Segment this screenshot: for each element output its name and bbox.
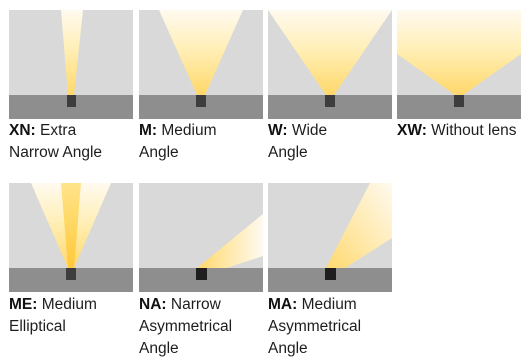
beam-tile-xw: [397, 10, 521, 119]
beam-name-line1: Medium: [41, 296, 97, 313]
beam-name-line1: Medium: [161, 122, 217, 139]
beam-tile-w: [268, 10, 392, 119]
beam-code: NA:: [139, 296, 167, 313]
caption-na: NA: Narrow Asymmetrical Angle: [139, 294, 271, 360]
w-beam-illustration: [268, 10, 392, 119]
beam-tile-m: [139, 10, 263, 119]
beam-name-line2: Asymmetrical: [268, 318, 362, 335]
m-beam-illustration: [139, 10, 263, 119]
beam-name-line2: Angle: [139, 144, 179, 161]
beam-name-line2: Angle: [268, 144, 308, 161]
xn-beam-illustration: [9, 10, 133, 119]
beam-name-line1: Without lens: [431, 122, 517, 139]
na-beam-illustration: [139, 183, 263, 292]
caption-ma: MA: Medium Asymmetrical Angle: [268, 294, 400, 360]
ma-beam-illustration: [268, 183, 392, 292]
beam-tile-me: [9, 183, 133, 292]
beam-tile-ma: [268, 183, 392, 292]
me-beam-illustration: [9, 183, 133, 292]
caption-me: ME: Medium Elliptical: [9, 294, 141, 338]
beam-name-line1: Wide: [291, 122, 328, 139]
beam-code: XW:: [397, 122, 427, 139]
caption-m: M: Medium Angle: [139, 120, 271, 164]
caption-xn: XN: Extra Narrow Angle: [9, 120, 141, 164]
caption-w: W: Wide Angle: [268, 120, 400, 164]
beam-name-line1: Narrow: [170, 296, 221, 313]
beam-name-line3: Angle: [268, 340, 308, 357]
beam-code: XN:: [9, 122, 36, 139]
caption-xw: XW: Without lens: [397, 120, 522, 142]
beam-name-line1: Medium: [301, 296, 357, 313]
beam-tile-na: [139, 183, 263, 292]
beam-name-line2: Asymmetrical: [139, 318, 233, 335]
beam-name-line3: Angle: [139, 340, 179, 357]
beam-code: MA:: [268, 296, 298, 313]
beam-tile-xn: [9, 10, 133, 119]
beam-code: M:: [139, 122, 158, 139]
xw-beam-illustration: [397, 10, 521, 119]
beam-name-line1: Extra: [40, 122, 77, 139]
beam-code: W:: [268, 122, 288, 139]
beam-name-line2: Elliptical: [9, 318, 66, 335]
beam-name-line2: Narrow Angle: [9, 144, 103, 161]
beam-code: ME:: [9, 296, 38, 313]
